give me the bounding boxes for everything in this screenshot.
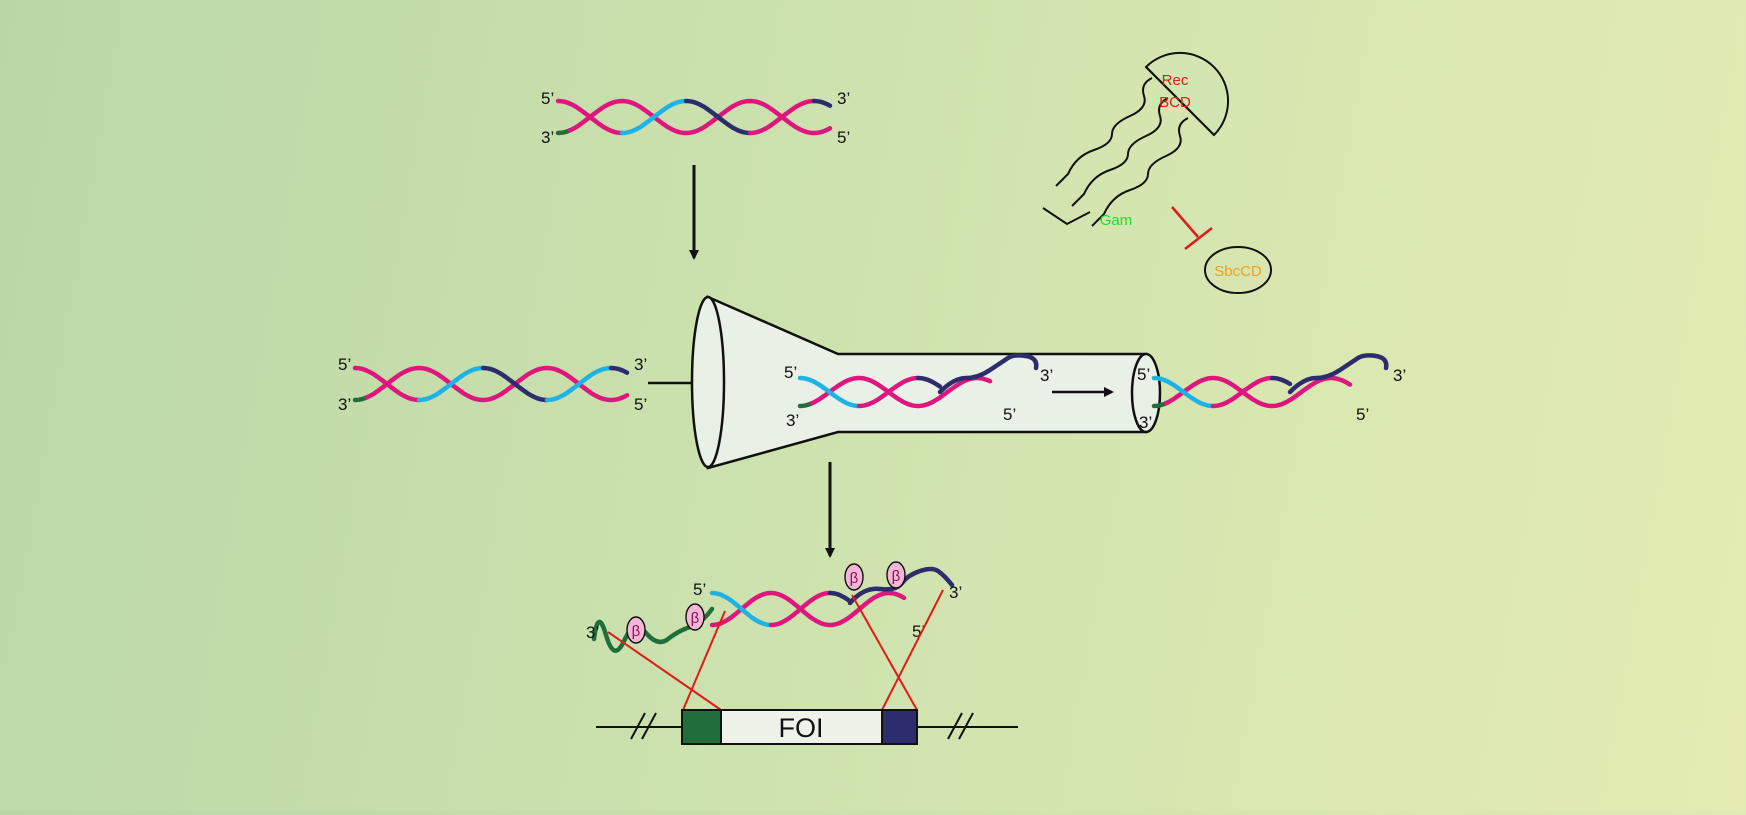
dna-strand-b [709, 590, 907, 628]
dna-helix [1151, 353, 1389, 409]
dna-strand-a [856, 375, 920, 409]
dna-strand-a [416, 365, 486, 403]
bottom-3prime-right-label: 3’ [949, 583, 962, 602]
dna-strand-a [827, 590, 853, 604]
dna-strand-b [364, 365, 630, 403]
top-right-5prime-label: 5’ [837, 128, 850, 147]
foi-label: FOI [779, 713, 824, 743]
top-left-5prime-label: 5’ [541, 89, 554, 108]
dna-strand-a [555, 98, 625, 136]
left-right-3prime-label: 3’ [634, 355, 647, 374]
dna-strand-b [567, 98, 833, 136]
exonuclease-funnel: 5’ 3’ 3’ 5’ [690, 295, 1162, 470]
top-right-3prime-label: 3’ [837, 89, 850, 108]
dna-3prime-overhang [1287, 353, 1389, 395]
dna-strand-a [544, 365, 614, 403]
recbcd-label-line1: Rec [1162, 72, 1189, 89]
chromosome-locus: FOI [596, 709, 1018, 745]
left-homology-arm [681, 709, 722, 745]
jellyfish-enzyme-icon [1042, 51, 1230, 227]
beta-protein-oval-icon: β [626, 616, 646, 644]
right-homology-arm [881, 709, 918, 745]
dna-strand-a [619, 98, 689, 136]
funnel-exit [1130, 352, 1162, 434]
bottom-5prime-right-label: 5’ [912, 622, 925, 641]
dna-strand-b [809, 375, 993, 409]
beta-label: β [691, 610, 700, 627]
right-3prime-end-label: 3’ [1393, 366, 1406, 385]
dna-strand-a [709, 590, 773, 628]
sbccd-oval [1204, 246, 1272, 294]
beta-label: β [850, 570, 859, 587]
left-3prime-label: 3’ [338, 395, 351, 414]
left-right-5prime-label: 5’ [634, 395, 647, 414]
dna-strand-a [1269, 375, 1293, 387]
beta-protein-oval-icon: β [886, 561, 906, 589]
right-3prime-label: 3’ [1139, 413, 1152, 432]
recombination-substrate: 3’ 5’ 3’ 5’ β β β β [586, 561, 1018, 745]
dna-helix [352, 365, 630, 403]
dna-strand-a [608, 365, 630, 375]
dna-strand-a [683, 98, 753, 136]
left-dsdna: 5’ 3’ 3’ 5’ [338, 355, 647, 414]
right-5prime-label: 5’ [1137, 365, 1150, 384]
dna-strand-a [811, 98, 833, 108]
beta-protein-oval-icon: β [844, 563, 864, 591]
dna-strand-a [1210, 375, 1274, 409]
dna-helix-inside [797, 353, 1039, 409]
beta-label: β [892, 568, 901, 585]
dna-strand-b [1163, 375, 1353, 409]
beta-label: β [632, 623, 641, 640]
gam-label: Gam [1100, 212, 1133, 229]
dna-3prime-overhang [937, 353, 1039, 395]
inhibition-bar-icon [1171, 206, 1213, 250]
funnel-mouth [690, 295, 726, 469]
recbcd-head [1144, 51, 1230, 137]
dna-strand-a [480, 365, 550, 403]
dna-strand-a [768, 590, 832, 628]
double-slash-break-icon [947, 712, 974, 740]
funnel-body [706, 295, 1148, 470]
top-dsdna: 5’ 3’ 3’ 5’ [541, 89, 850, 147]
double-slash-break-icon [630, 712, 657, 740]
dna-strand-a [747, 98, 817, 136]
top-left-3prime-label: 3’ [541, 128, 554, 147]
right-5prime-end-label: 5’ [1356, 405, 1369, 424]
dna-strand-a [915, 375, 943, 389]
inside-5prime-label: 5’ [784, 363, 797, 382]
beta-protein-oval-icon: β [685, 603, 705, 631]
bottom-3prime-left-label: 3’ [586, 623, 599, 642]
inside-5prime-right-label: 5’ [1003, 405, 1016, 424]
dna-strand-a [1151, 375, 1215, 409]
left-5prime-label: 5’ [338, 355, 351, 374]
dna-helix [555, 98, 833, 136]
recbcd-label-line2: BCD [1159, 94, 1191, 111]
inside-3prime-label: 3’ [786, 411, 799, 430]
recbcd-gam-sbccd: Rec BCD Gam SbcCD [1042, 51, 1272, 294]
right-resected-dsdna: 5’ 3’ 3’ 5’ [1137, 353, 1406, 432]
crossover-lines [607, 589, 944, 711]
inside-3prime-right-label: 3’ [1040, 366, 1053, 385]
dna-3prime-overhang-right [847, 566, 955, 606]
dna-strand-a [352, 365, 422, 403]
sbccd-label: SbcCD [1214, 263, 1262, 280]
dna-strand-a [797, 375, 861, 409]
bottom-5prime-left-label: 5’ [693, 580, 706, 599]
